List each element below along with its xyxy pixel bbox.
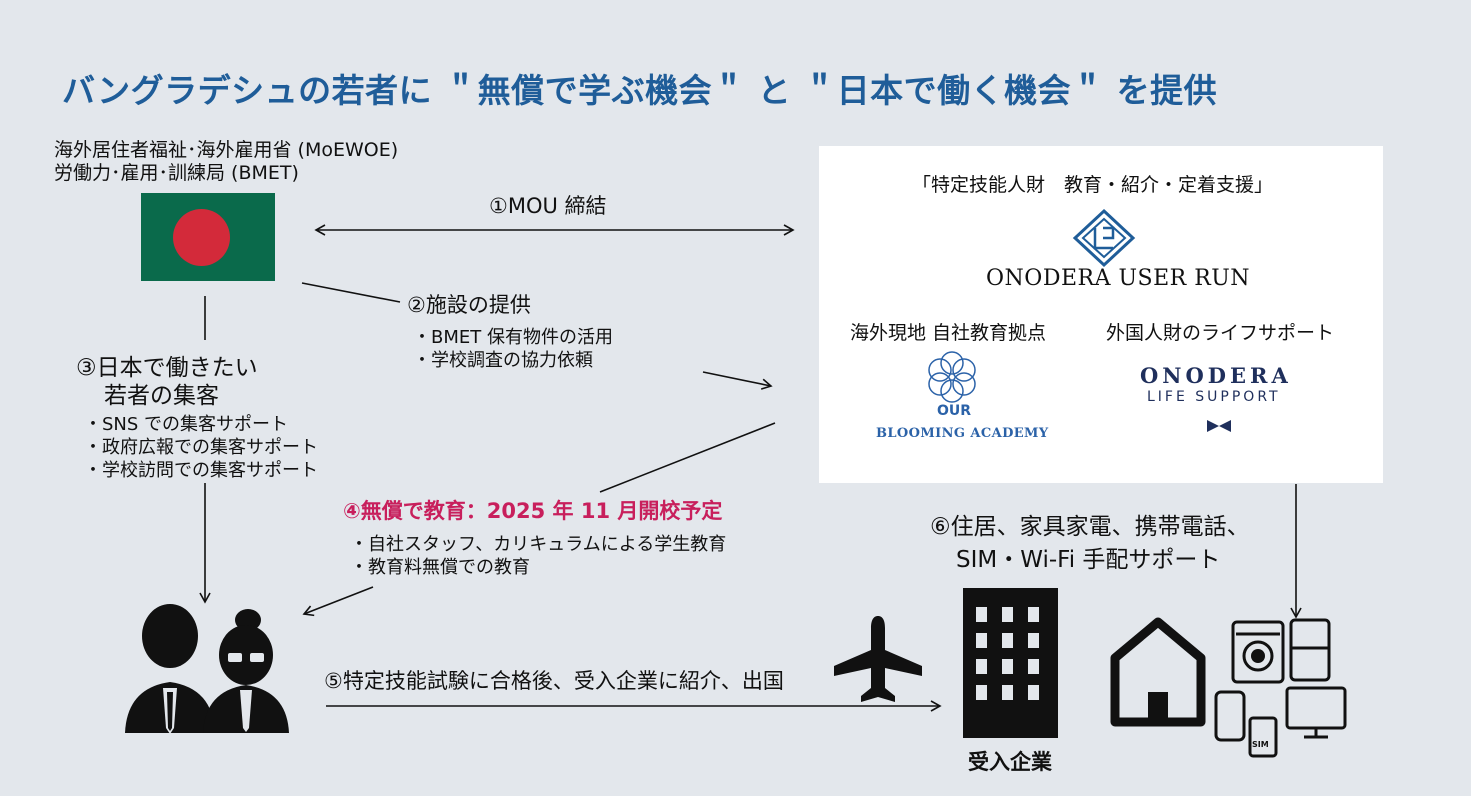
sim-card-icon: SIM bbox=[1252, 740, 1269, 749]
support-line1: ⑥住居、家具家電、携帯電話、 bbox=[930, 514, 1250, 540]
bangladesh-flag-icon bbox=[141, 193, 275, 281]
education-arrow bbox=[302, 586, 374, 617]
life-support-wordmark: ONODERA bbox=[1140, 363, 1292, 388]
list-item: ・政府広報での集客サポート bbox=[84, 437, 318, 458]
partner-panel: 「特定技能人財 教育・紹介・定着支援」 ONODERA USER RUN 海外現… bbox=[819, 146, 1383, 483]
life-support-subtitle: LIFE SUPPORT bbox=[1147, 389, 1281, 405]
list-item: ・SNS での集客サポート bbox=[84, 414, 289, 435]
left-caption: 海外現地 自社教育拠点 bbox=[850, 322, 1047, 344]
recruit-heading-line1: ③日本で働きたい bbox=[76, 355, 258, 381]
recruit-heading: ③日本で働きたい 若者の集客 bbox=[76, 354, 258, 410]
facility-connector bbox=[301, 282, 401, 303]
education-heading: ④無償で教育：2025 年 11 月開校予定 bbox=[343, 499, 723, 523]
recruit-list: ・SNS での集客サポート ・政府広報での集客サポート ・学校訪問での集客サポー… bbox=[84, 413, 318, 482]
young-people-icon bbox=[125, 604, 289, 734]
house-icon bbox=[1110, 617, 1206, 727]
facility-list: ・BMET 保有物件の活用 ・学校調査の協力依頼 bbox=[413, 326, 613, 372]
page-title: バングラデシュの若者に ＂無償で学ぶ機会＂ と ＂日本で働く機会＂ を提供 bbox=[62, 71, 1218, 110]
support-label: ⑥住居、家具家電、携帯電話、 SIM・Wi-Fi 手配サポート bbox=[930, 513, 1250, 574]
bow-tie-icon bbox=[1207, 420, 1231, 432]
education-connector bbox=[599, 422, 776, 493]
mou-label: ①MOU 締結 bbox=[489, 194, 607, 218]
appliances-icon bbox=[1214, 618, 1347, 758]
onodera-user-run-wordmark: ONODERA USER RUN bbox=[986, 266, 1251, 291]
bureau-line: 労働力･雇用･訓練局 (BMET) bbox=[54, 162, 299, 184]
list-item: ・教育料無償での教育 bbox=[350, 557, 530, 578]
airplane-icon bbox=[834, 616, 922, 702]
recruit-heading-line2: 若者の集客 bbox=[104, 383, 219, 409]
blooming-flower-logo-icon bbox=[928, 351, 976, 403]
facility-arrow bbox=[702, 371, 773, 390]
building-icon bbox=[963, 588, 1058, 738]
academy-line1: OUR bbox=[937, 403, 972, 419]
exam-label: ⑤特定技能試験に合格後、受入企業に紹介、出国 bbox=[324, 669, 784, 693]
support-line2: SIM・Wi-Fi 手配サポート bbox=[956, 547, 1221, 573]
list-item: ・学校調査の協力依頼 bbox=[413, 350, 593, 371]
company-label: 受入企業 bbox=[968, 750, 1052, 774]
right-caption: 外国人財のライフサポート bbox=[1106, 322, 1335, 344]
facility-heading: ②施設の提供 bbox=[407, 293, 531, 317]
government-ministry-label: 海外居住者福祉･海外雇用省 (MoEWOE) 労働力･雇用･訓練局 (BMET) bbox=[54, 139, 398, 185]
ministry-line: 海外居住者福祉･海外雇用省 (MoEWOE) bbox=[54, 139, 399, 161]
panel-heading: 「特定技能人財 教育・紹介・定着支援」 bbox=[912, 174, 1274, 196]
education-list: ・自社スタッフ、カリキュラムによる学生教育 ・教育料無償での教育 bbox=[350, 533, 726, 579]
list-item: ・学校訪問での集客サポート bbox=[84, 460, 318, 481]
list-item: ・自社スタッフ、カリキュラムによる学生教育 bbox=[350, 534, 727, 555]
list-item: ・BMET 保有物件の活用 bbox=[413, 327, 613, 348]
academy-line2: BLOOMING ACADEMY bbox=[876, 426, 1049, 441]
onodera-user-run-logo-icon bbox=[1072, 208, 1136, 268]
